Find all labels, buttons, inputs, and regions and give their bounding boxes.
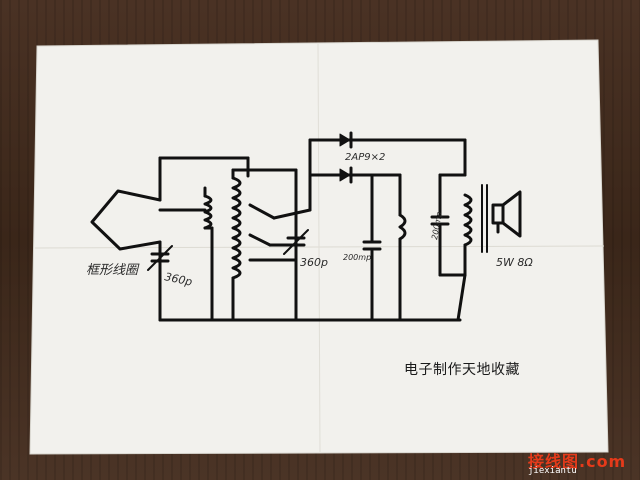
loop-antenna — [90, 189, 162, 251]
secondary-coil — [231, 176, 242, 280]
label-speaker: 5W 8Ω — [496, 256, 533, 269]
label-cap-tuning-1: 360p — [163, 270, 193, 289]
label-cap-filter-1: 200mp — [343, 253, 371, 262]
diode-2 — [339, 166, 353, 184]
label-frame-antenna: 框形线圈 — [86, 263, 140, 278]
label-diodes: 2AP9×2 — [345, 152, 385, 163]
primary-coil — [203, 194, 213, 230]
label-cap-tuning-2: 360p — [300, 256, 328, 269]
diode-1 — [339, 131, 353, 149]
watermark-sub: jiexiantu — [528, 466, 577, 476]
choke-coil — [398, 213, 407, 241]
circuit-schematic — [90, 131, 522, 322]
output-transformer-coil — [463, 193, 473, 247]
output-capacitor — [430, 215, 450, 226]
speaker — [491, 190, 522, 238]
watermark-main: 接线图.com — [528, 452, 627, 471]
tuning-capacitor-2 — [283, 229, 309, 255]
filter-capacitor-1 — [362, 240, 382, 251]
caption-text: 电子制作天地收藏 — [404, 362, 520, 378]
tuning-capacitor-1 — [147, 245, 173, 271]
watermark: 接线图.com jiexiantu — [510, 448, 640, 480]
